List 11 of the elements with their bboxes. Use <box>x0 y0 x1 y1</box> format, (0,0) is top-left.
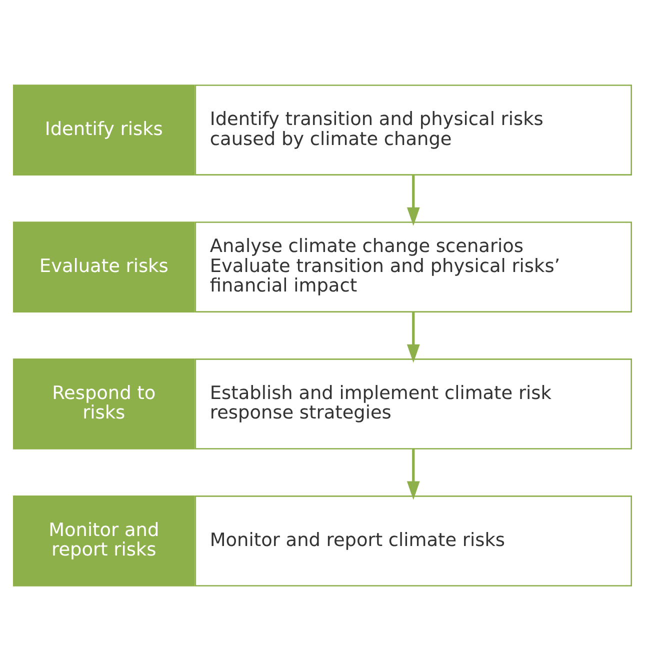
arrow <box>406 174 420 226</box>
node-box: Identify risks <box>13 84 195 175</box>
arrow <box>406 311 420 362</box>
node-box: Monitor and report climate risks <box>194 495 632 586</box>
arrow <box>406 448 420 500</box>
node-box: Analyse climate change scenarios Evaluate transition and physical risks’ financial impact <box>194 221 632 312</box>
node-box: Identify transition and physical risks caused by climate change <box>194 84 632 175</box>
node-box: Establish and implement climate risk response strategies <box>194 358 632 449</box>
node-box: Respond to risks <box>13 358 195 449</box>
node-box: Monitor and report risks <box>13 495 195 586</box>
node-box: Evaluate risks <box>13 221 195 312</box>
